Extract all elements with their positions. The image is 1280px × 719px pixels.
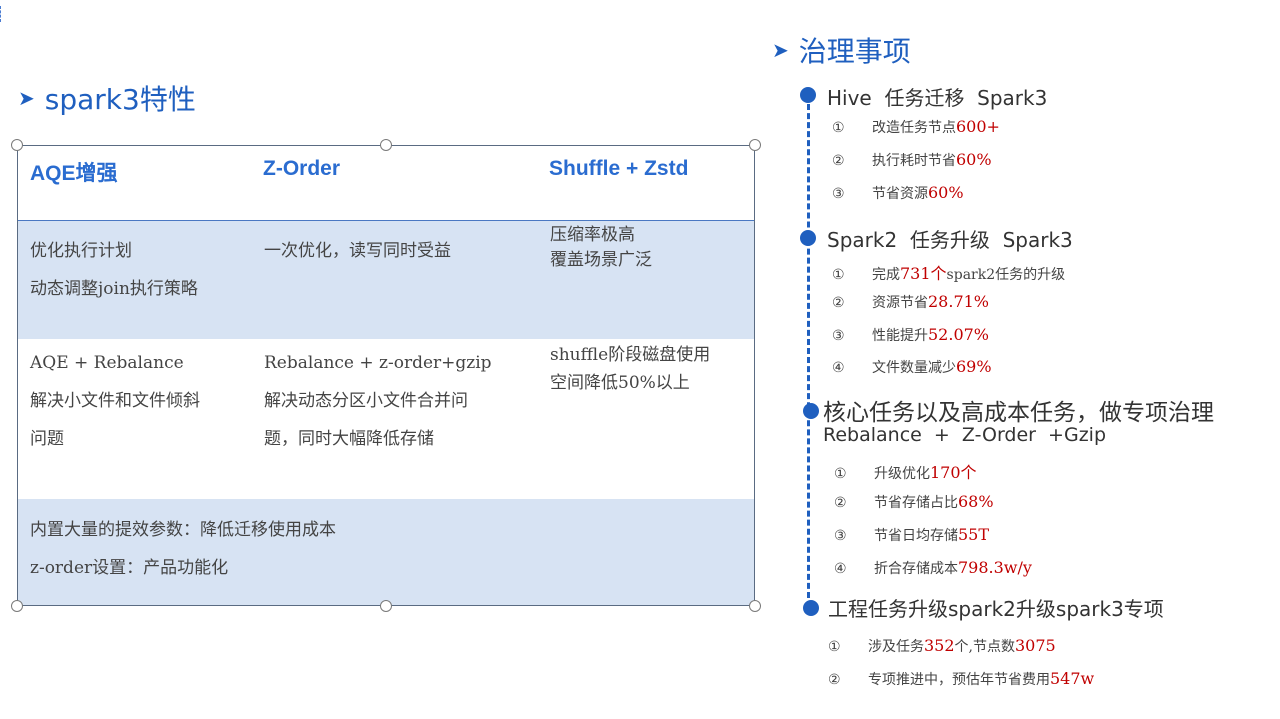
table-cell: 压缩率极高 覆盖场景广泛 xyxy=(538,221,754,339)
section-title: 核心任务以及高成本任务，做专项治理 xyxy=(823,400,1214,426)
table-row: AQE + Rebalance 解决小文件和文件倾斜 问题 Rebalance … xyxy=(18,339,754,499)
governance-heading: ➤ 治理事项 xyxy=(772,30,911,70)
resize-handle-bottom[interactable] xyxy=(380,600,392,612)
resize-handle-top-right[interactable] xyxy=(749,139,761,151)
table-cell: 一次优化，读写同时受益 xyxy=(251,221,538,339)
resize-handle-bottom-right[interactable] xyxy=(749,600,761,612)
cell-text: 压缩率极高 覆盖场景广泛 xyxy=(550,225,652,270)
resize-handle-top-left[interactable] xyxy=(11,139,23,151)
table-cell: shuffle阶段磁盘使用 空间降低50%以上 xyxy=(538,339,754,499)
spark3-heading: ➤ spark3特性 xyxy=(18,78,196,118)
section-title: Spark2 任务升级 Spark3 xyxy=(827,228,1073,252)
cell-text: 一次优化，读写同时受益 xyxy=(264,241,451,261)
header-cell-zorder: Z-Order xyxy=(251,146,538,220)
header-cell-aqe: AQE增强 xyxy=(18,146,251,220)
spark3-title: spark3特性 xyxy=(44,83,196,116)
governance-title: 治理事项 xyxy=(798,35,911,68)
table-cell: Rebalance + z-order+gzip 解决动态分区小文件合并问 题，… xyxy=(251,339,538,499)
column-header: AQE增强 xyxy=(30,162,118,185)
header-cell-shuffle: Shuffle + Zstd xyxy=(538,146,754,220)
timeline-dot-icon xyxy=(803,403,819,419)
cell-text: Rebalance + z-order+gzip 解决动态分区小文件合并问 题，… xyxy=(264,353,492,449)
table-row: 内置大量的提效参数：降低迁移使用成本 z-order设置：产品功能化 xyxy=(18,499,754,605)
arrow-bullet-icon: ➤ xyxy=(772,38,789,62)
table-header-row: AQE增强 Z-Order Shuffle + Zstd xyxy=(18,146,754,221)
timeline-dot-icon xyxy=(803,600,819,616)
cell-text: AQE + Rebalance 解决小文件和文件倾斜 问题 xyxy=(30,353,200,449)
resize-handle-bottom-left[interactable] xyxy=(11,600,23,612)
column-header: Shuffle + Zstd xyxy=(549,157,689,180)
corner-mark xyxy=(0,6,4,22)
timeline-dot-icon xyxy=(800,87,816,103)
cell-text: 优化执行计划 动态调整join执行策略 xyxy=(30,241,198,299)
section-title: Hive 任务迁移 Spark3 xyxy=(827,86,1048,110)
column-header: Z-Order xyxy=(263,157,341,180)
resize-handle-top[interactable] xyxy=(380,139,392,151)
cell-text: 内置大量的提效参数：降低迁移使用成本 z-order设置：产品功能化 xyxy=(30,520,336,578)
section-subtitle: Rebalance + Z-Order +Gzip xyxy=(823,424,1107,446)
feature-table[interactable]: AQE增强 Z-Order Shuffle + Zstd 优化执行计划 动态调整… xyxy=(17,145,755,606)
timeline-line xyxy=(807,95,810,607)
timeline-dot-icon xyxy=(800,230,816,246)
table-row: 优化执行计划 动态调整join执行策略 一次优化，读写同时受益 压缩率极高 覆盖… xyxy=(18,221,754,339)
section-title: 工程任务升级spark2升级spark3专项 xyxy=(828,597,1164,621)
arrow-bullet-icon: ➤ xyxy=(18,86,35,110)
table-cell: 优化执行计划 动态调整join执行策略 xyxy=(18,221,251,339)
table-cell: AQE + Rebalance 解决小文件和文件倾斜 问题 xyxy=(18,339,251,499)
cell-text: shuffle阶段磁盘使用 空间降低50%以上 xyxy=(550,345,711,393)
